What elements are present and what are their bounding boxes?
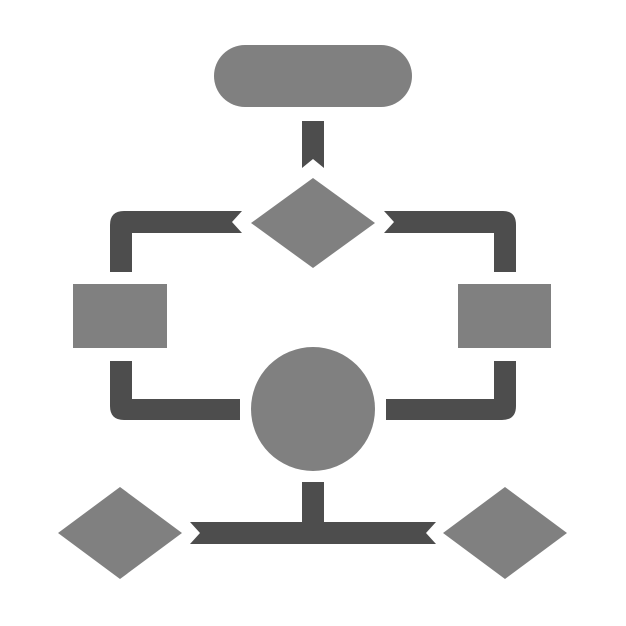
flowchart-shapes [58, 45, 567, 579]
connector-bottom-bar [190, 522, 436, 544]
decision-diamond [251, 178, 375, 268]
decision-right [443, 487, 567, 579]
connector-right-lower [386, 361, 516, 420]
decision-left [58, 487, 182, 579]
connector-circle [251, 347, 375, 471]
connector-left-upper [110, 211, 242, 272]
connector-right-upper [384, 211, 516, 272]
connector-stem-top [302, 121, 324, 168]
connector-left-lower [110, 361, 240, 420]
connector-lines [110, 121, 516, 544]
process-left [73, 284, 167, 348]
connector-stem-bottom [302, 482, 324, 524]
terminator-pill [214, 45, 412, 107]
process-right [458, 284, 551, 348]
